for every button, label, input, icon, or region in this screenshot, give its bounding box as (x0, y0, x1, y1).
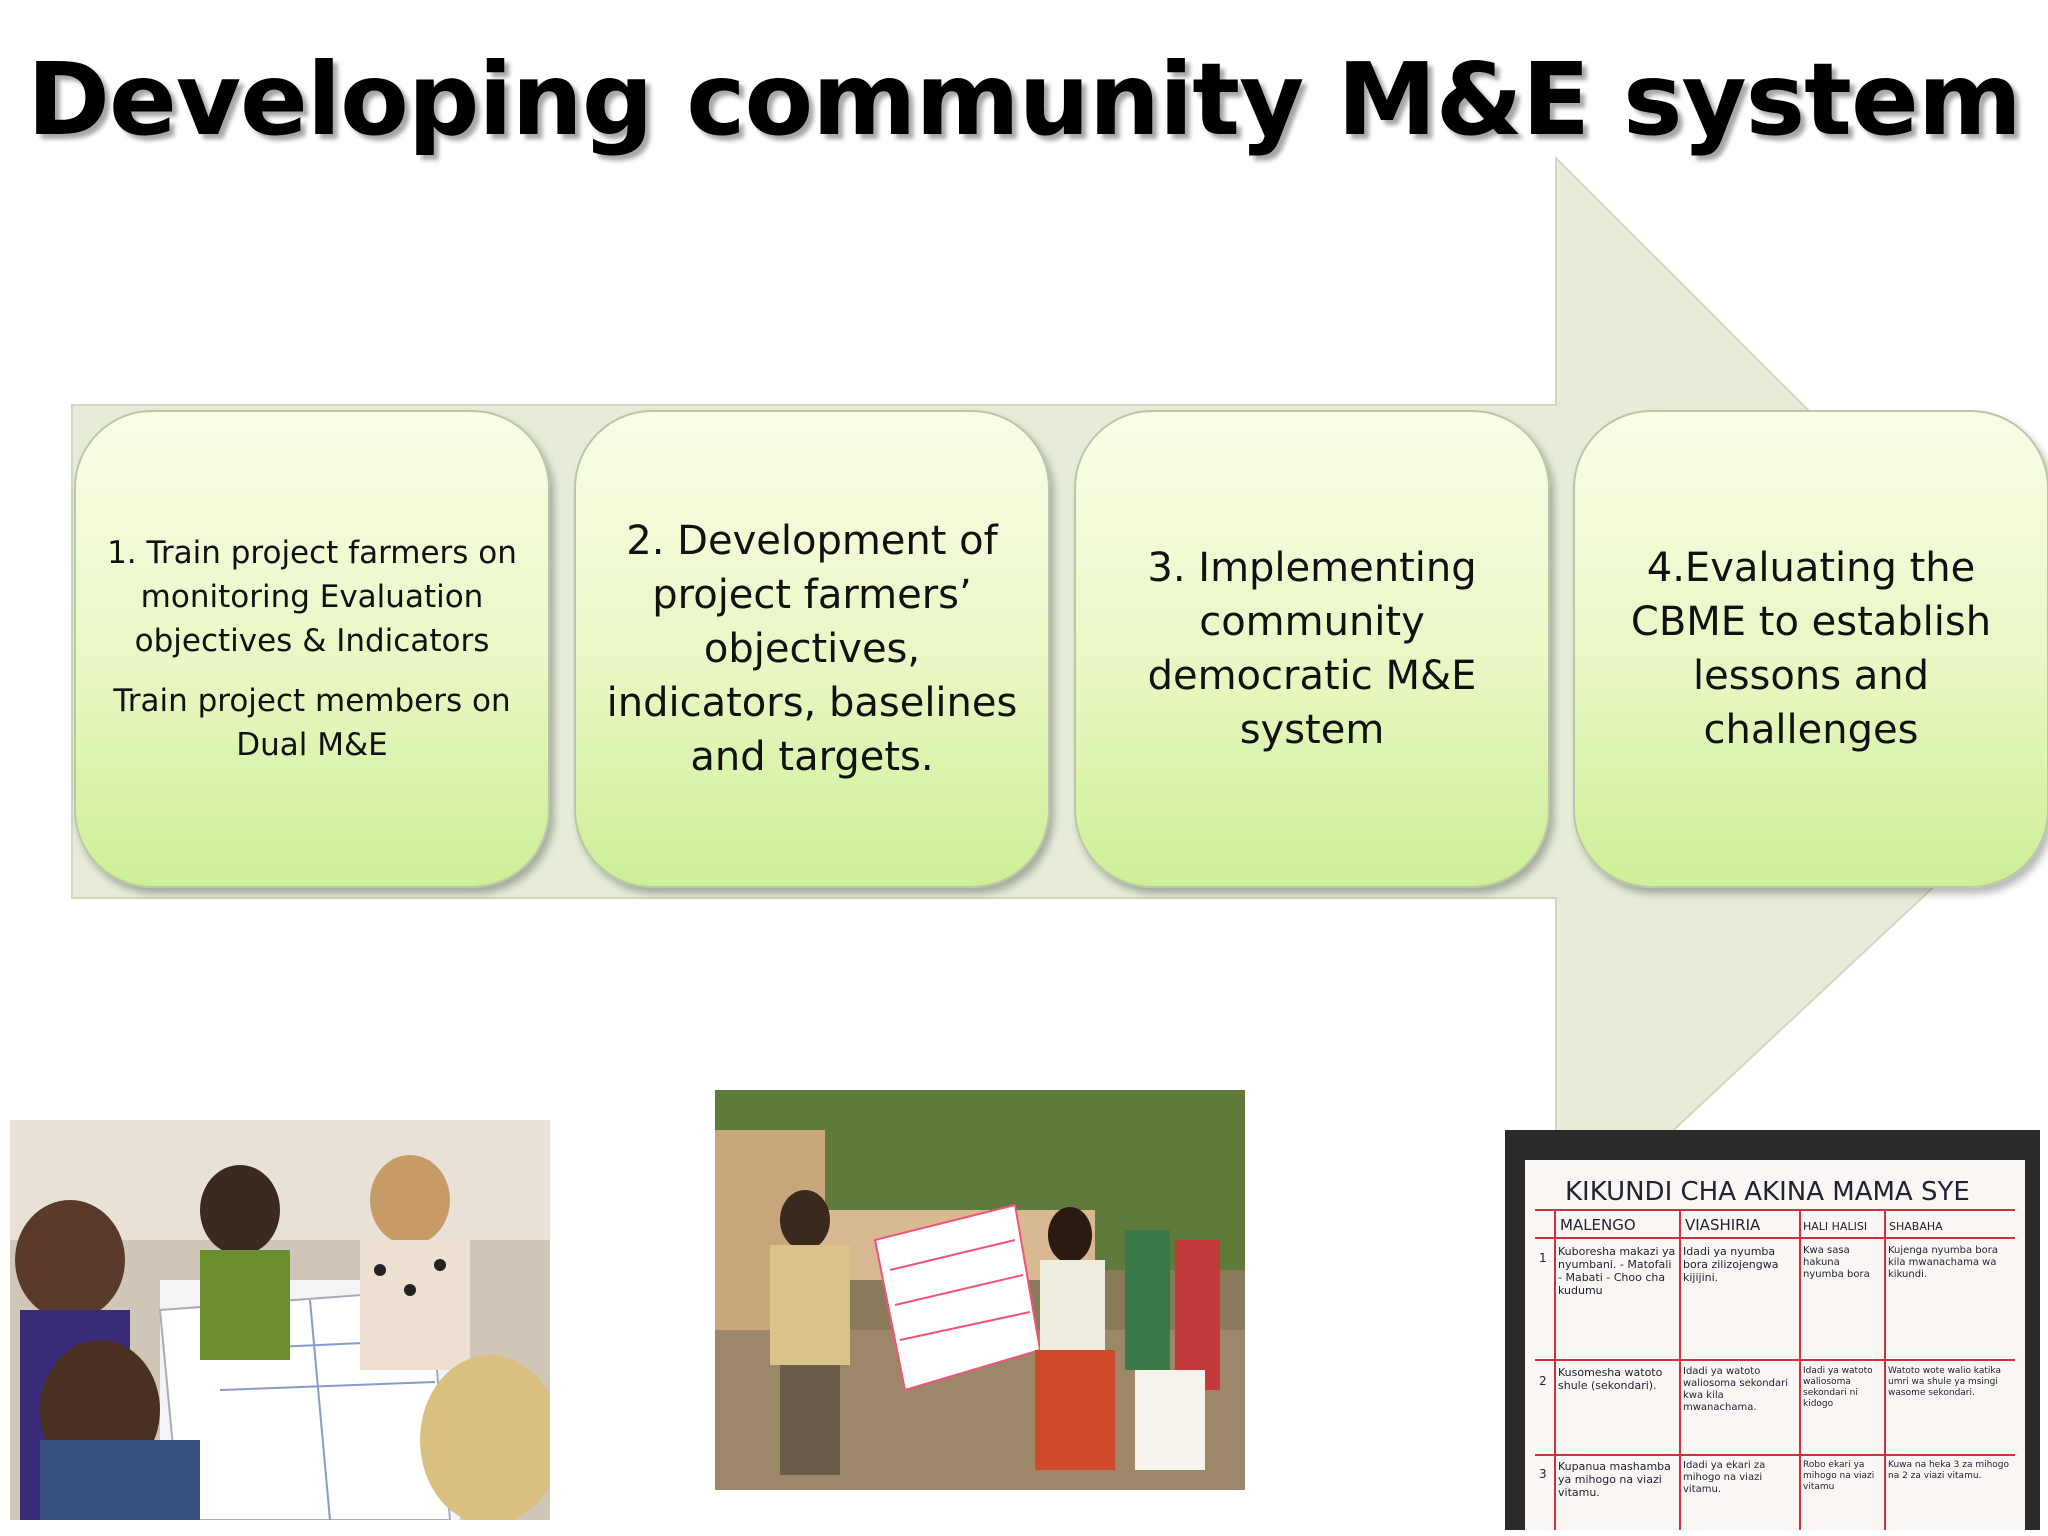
chart-col-1: MALENGO (1560, 1216, 1636, 1234)
chart-row-1-c4: Kujenga nyumba bora kila mwanachama wa k… (1888, 1245, 1999, 1280)
chart-row-2-c1: Kusomesha watoto shule (sekondari). (1558, 1366, 1663, 1392)
photo-handwritten-chart: KIKUNDI CHA AKINA MAMA SYE MALENGO VIASH… (1505, 1130, 2040, 1530)
chart-row-3-num: 3 (1539, 1467, 1547, 1481)
chart-col-4: SHABAHA (1889, 1220, 1943, 1233)
step-3-box: 3. Implementing community democratic M&E… (1074, 410, 1550, 888)
photo-outdoor-flipchart (715, 1090, 1245, 1490)
page-title: Developing community M&E system (27, 41, 2022, 158)
chart-row-1-c3: Kwa sasa hakuna nyumba bora (1803, 1245, 1870, 1280)
chart-row-2-c4: Watoto wote walio katika umri wa shule y… (1888, 1366, 2001, 1398)
chart-heading: KIKUNDI CHA AKINA MAMA SYE (1565, 1177, 1970, 1207)
chart-row-3-c1: Kupanua mashamba ya mihogo na viazi vita… (1558, 1460, 1671, 1499)
chart-row-2-c2: Idadi ya watoto waliosoma sekondari kwa … (1683, 1366, 1788, 1413)
chart-row-1-c2: Idadi ya nyumba bora zilizojengwa kijiji… (1683, 1245, 1779, 1284)
step-1-subtext: Train project members on Dual M&E (113, 683, 511, 763)
chart-row-2-c3: Idadi ya watoto waliosoma sekondari ni k… (1803, 1366, 1873, 1409)
step-2-text: 2. Development of project farmers’ objec… (606, 518, 1018, 780)
chart-row-3-c3: Robo ekari ya mihogo na viazi vitamu (1803, 1460, 1875, 1492)
step-1-text: 1. Train project farmers on monitoring E… (107, 535, 517, 659)
chart-row-1-c1: Kuboresha makazi ya nyumbani. - Matofali… (1558, 1245, 1676, 1297)
chart-col-2: VIASHIRIA (1685, 1216, 1761, 1234)
chart-row-3-c2: Idadi ya ekari za mihogo na viazi vitamu… (1683, 1460, 1766, 1495)
step-1-box: 1. Train project farmers on monitoring E… (74, 410, 550, 888)
chart-row-1-num: 1 (1539, 1251, 1547, 1265)
chart-col-3: HALI HALISI (1803, 1220, 1867, 1233)
step-2-box: 2. Development of project farmers’ objec… (574, 410, 1050, 888)
step-3-text: 3. Implementing community democratic M&E… (1147, 545, 1477, 753)
photo-training-group (10, 1120, 550, 1520)
chart-row-3-c4: Kuwa na heka 3 za mihogo na 2 za viazi v… (1888, 1460, 2010, 1481)
step-4-text: 4.Evaluating the CBME to establish lesso… (1630, 545, 1992, 753)
step-4-box: 4.Evaluating the CBME to establish lesso… (1573, 410, 2048, 888)
chart-row-2-num: 2 (1539, 1374, 1547, 1388)
